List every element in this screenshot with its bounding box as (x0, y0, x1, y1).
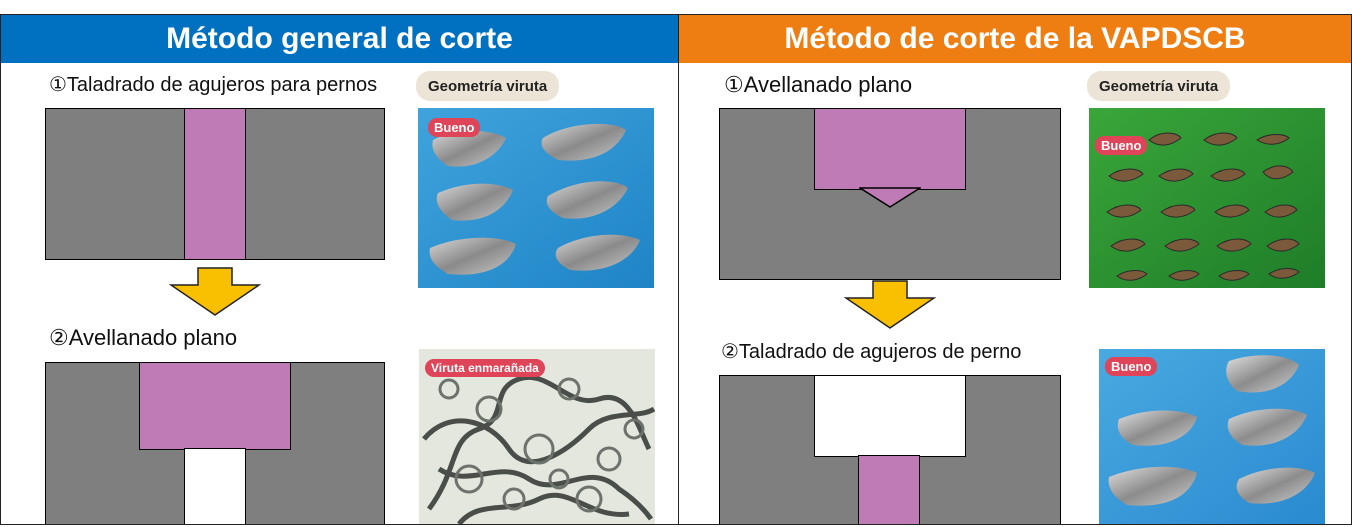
finished-counterbore (814, 375, 966, 457)
chip-geometry-label: Geometría viruta (416, 71, 560, 101)
chip-photo-tangled-image (419, 349, 655, 524)
bolt-hole-drilled (184, 108, 246, 260)
chip-photo-good-green-image (1089, 108, 1325, 288)
good-badge: Bueno (428, 118, 481, 137)
vapdscb-method-panel: Método de corte de la VAPDSCB ①Avellanad… (678, 14, 1352, 525)
good-badge: Bueno (1105, 357, 1158, 376)
down-arrow-icon (844, 280, 936, 329)
vapdscb-method-title: Método de corte de la VAPDSCB (784, 22, 1246, 55)
drill-point-cone (859, 187, 921, 208)
counterbore-cut (139, 362, 291, 450)
good-badge: Bueno (1095, 136, 1148, 155)
vapdscb-method-header: Método de corte de la VAPDSCB (679, 15, 1351, 63)
counterbore-cut (814, 108, 966, 190)
existing-bolt-hole (184, 448, 246, 524)
general-method-title: Método general de corte (166, 22, 513, 55)
tangled-chip-badge: Viruta enmarañada (425, 359, 545, 377)
top-strip (0, 0, 1352, 14)
chip-photo-good-2-image (1099, 349, 1325, 524)
chip-geometry-label: Geometría viruta (1087, 71, 1231, 101)
chip-photo-good-image (418, 108, 654, 288)
general-method-header: Método general de corte (1, 15, 678, 63)
chip-photo-good: Bueno (418, 108, 654, 288)
step1-label: ①Taladrado de agujeros para pernos (49, 74, 378, 96)
step2-label: ②Taladrado de agujeros de perno (721, 341, 1022, 363)
general-method-panel: Método general de corte ①Taladrado de ag… (0, 14, 679, 525)
chip-photo-good-green: Bueno (1089, 108, 1325, 288)
step2-label: ②Avellanado plano (49, 325, 238, 350)
down-arrow-icon (169, 267, 261, 316)
bolt-hole-drilled (858, 455, 920, 524)
chip-photo-tangled: Viruta enmarañada (419, 349, 655, 524)
chip-photo-good-2: Bueno (1099, 349, 1325, 524)
step1-label: ①Avellanado plano (724, 72, 913, 97)
